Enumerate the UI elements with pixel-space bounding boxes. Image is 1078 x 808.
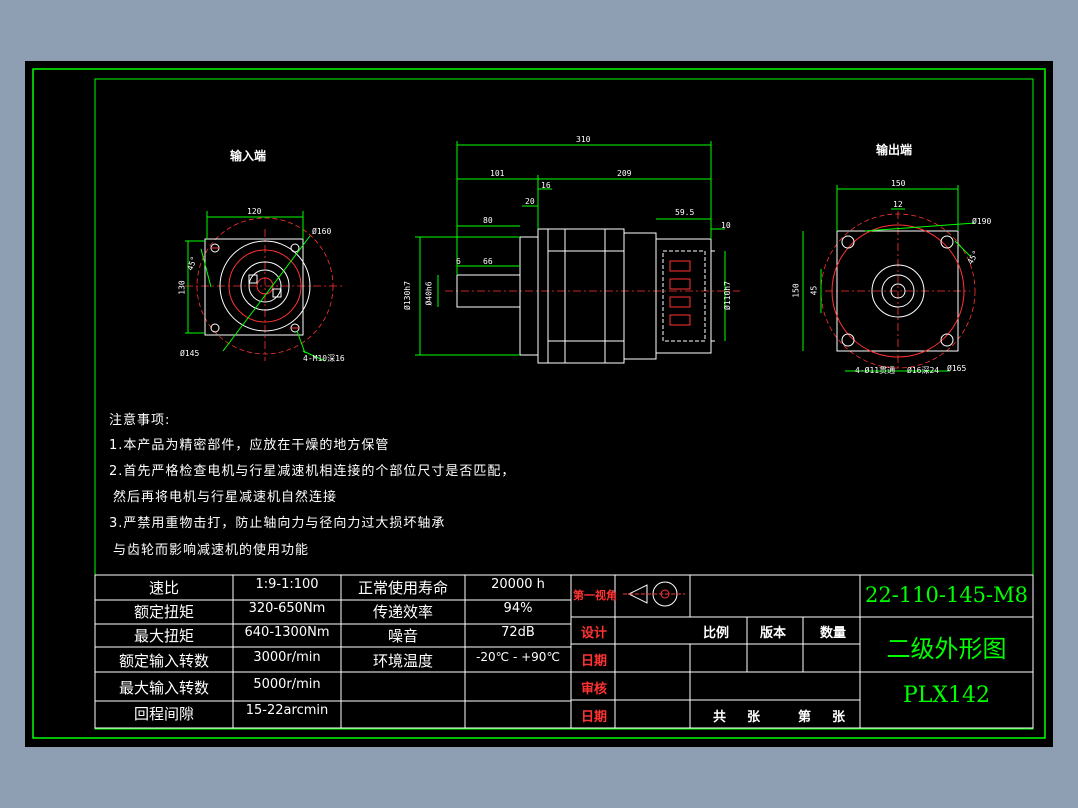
- dim-text: 150: [791, 283, 801, 298]
- dim-text: 101: [490, 169, 505, 178]
- drawing-sheet: 输入端 输出端 120 Ø160 Ø145 4-M10深16 130 45° 3…: [25, 61, 1053, 747]
- dim-text: 59.5: [675, 208, 695, 217]
- dim-text: 4-Ø11贯通: [855, 366, 896, 375]
- sheets-label: 共 张 第 张: [713, 710, 850, 725]
- dim-text: 80: [483, 216, 493, 225]
- dim-text: 209: [617, 169, 632, 178]
- dim-text: 66: [483, 257, 493, 266]
- dim-text: Ø190: [972, 217, 992, 226]
- projection-symbol: [623, 581, 685, 607]
- dim-text: 20: [525, 197, 535, 206]
- dim-text: Ø130h7: [402, 281, 412, 310]
- version-label: 版本: [760, 626, 787, 641]
- input-end-label: 输入端: [230, 149, 267, 163]
- dim-text: 310: [576, 135, 591, 144]
- drawing-code: 22-110-145-M8: [864, 583, 1029, 607]
- spec-value: 5000r/min: [253, 677, 321, 692]
- dim-text: Ø165: [947, 364, 967, 373]
- spec-value: 3000r/min: [253, 650, 321, 665]
- spec-label: 速比: [148, 579, 179, 597]
- note-line: 1.本产品为精密部件，应放在干燥的地方保管: [109, 438, 390, 453]
- spec-value: 1:9-1:100: [255, 577, 319, 592]
- inner-border: [94, 78, 1034, 730]
- spec-value: 640-1300Nm: [244, 625, 330, 640]
- spec-label: 传递效率: [372, 603, 433, 621]
- projection-label: 第一视角: [573, 589, 617, 602]
- drawing-title: 二级外形图: [886, 635, 1007, 663]
- side-view: [415, 141, 740, 364]
- spec-label: 正常使用寿命: [357, 579, 448, 597]
- dim-text: Ø145: [180, 349, 200, 358]
- note-line: 然后再将电机与行星减速机自然连接: [113, 490, 338, 505]
- spec-value: 94%: [503, 601, 533, 616]
- quantity-label: 数量: [820, 626, 847, 641]
- spec-label: 额定扭矩: [133, 603, 194, 621]
- outer-border: [32, 68, 1046, 739]
- dim-text: 120: [247, 207, 262, 216]
- dim-text: Ø40h6: [424, 281, 434, 306]
- spec-label: 最大输入转数: [118, 679, 209, 697]
- output-end-label: 输出端: [876, 143, 913, 157]
- spec-value: 15-22arcmin: [245, 703, 329, 718]
- spec-label: 噪音: [387, 627, 418, 645]
- spec-value: -20℃ - +90℃: [476, 650, 560, 664]
- title-block-grid: [570, 574, 1034, 729]
- design-label: 设计: [581, 626, 608, 641]
- dim-text: 130: [177, 280, 187, 295]
- review-label: 审核: [581, 682, 608, 697]
- spec-label: 最大扭矩: [133, 627, 194, 645]
- dim-text: 4-M10深16: [303, 354, 345, 363]
- model-name: PLX142: [902, 683, 991, 708]
- spec-value: 320-650Nm: [248, 601, 326, 616]
- spec-value: 72dB: [501, 625, 535, 640]
- scale-label: 比例: [703, 626, 730, 641]
- dim-text: 6: [456, 257, 461, 266]
- dim-text: 10: [721, 221, 731, 230]
- note-line: 3.严禁用重物击打，防止轴向力与径向力过大损坏轴承: [109, 516, 446, 531]
- notes-heading: 注意事项:: [109, 413, 171, 428]
- spec-label: 额定输入转数: [118, 652, 209, 670]
- dim-text: Ø110h7: [722, 281, 732, 310]
- spec-value: 20000 h: [491, 577, 545, 592]
- note-line: 与齿轮而影响减速机的使用功能: [113, 543, 310, 558]
- date-label: 日期: [581, 654, 608, 669]
- spec-label: 回程间隙: [133, 705, 194, 723]
- drawing-graphics: [32, 68, 1046, 739]
- spec-label: 环境温度: [372, 652, 433, 670]
- input-view: [185, 211, 345, 362]
- dim-text: 12: [893, 200, 903, 209]
- note-line: 2.首先严格检查电机与行星减速机相连接的个部位尺寸是否匹配，: [109, 464, 516, 479]
- dim-text: Ø160: [312, 227, 332, 236]
- output-view: [802, 185, 976, 372]
- dim-text: 45: [809, 285, 819, 296]
- date2-label: 日期: [581, 710, 608, 725]
- dim-text: Ø16深24: [907, 366, 940, 375]
- dim-text: 150: [891, 179, 906, 188]
- dim-text: 16: [541, 181, 551, 190]
